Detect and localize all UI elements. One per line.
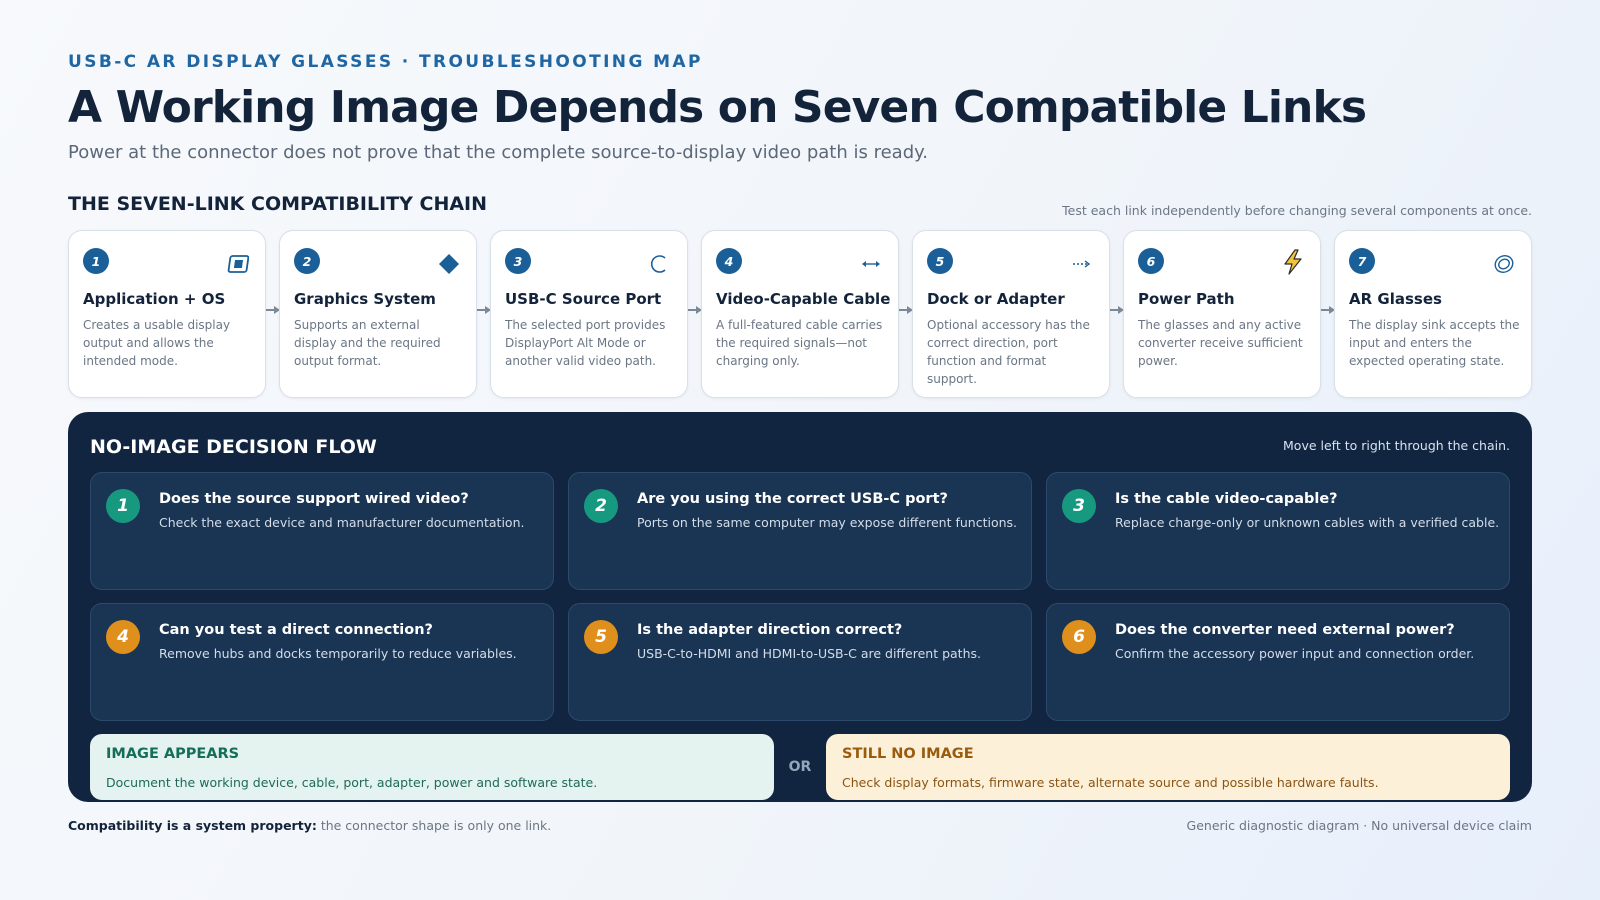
chain-arrow-icon — [899, 306, 913, 314]
step-hint: Ports on the same computer may expose di… — [637, 515, 1018, 530]
chain-link-video-capable-cable: 4 Video-Capable Cable A full-featured ca… — [701, 230, 899, 398]
outcome-text: Document the working device, cable, port… — [106, 775, 598, 790]
usb-c-port-icon — [649, 253, 671, 275]
footer-note: Compatibility is a system property: the … — [68, 818, 551, 833]
link-title: USB-C Source Port — [505, 290, 662, 308]
flow-step: 2 Are you using the correct USB-C port? … — [568, 472, 1032, 590]
step-question: Does the source support wired video? — [159, 491, 469, 507]
step-question: Does the converter need external power? — [1115, 622, 1455, 638]
step-number: 1 — [106, 489, 140, 523]
link-number: 6 — [1138, 248, 1164, 274]
step-question: Are you using the correct USB-C port? — [637, 491, 948, 507]
chain-link-usb-c-source-port: 3 USB-C Source Port The selected port pr… — [490, 230, 688, 398]
step-hint: Confirm the accessory power input and co… — [1115, 646, 1475, 661]
lightning-icon — [1280, 249, 1306, 275]
decision-flow-panel: NO-IMAGE DECISION FLOW Move left to righ… — [68, 412, 1532, 802]
link-number: 1 — [83, 248, 109, 274]
link-title: Application + OS — [83, 290, 226, 308]
step-number: 5 — [584, 620, 618, 654]
page: USB-C AR DISPLAY GLASSES · TROUBLESHOOTI… — [68, 0, 1532, 900]
chain-link-ar-glasses: 7 AR Glasses The display sink accepts th… — [1334, 230, 1532, 398]
link-title: Dock or Adapter — [927, 290, 1065, 308]
step-number: 6 — [1062, 620, 1096, 654]
link-description: The display sink accepts the input and e… — [1349, 318, 1520, 368]
outcome-title: STILL NO IMAGE — [842, 746, 974, 762]
flow-step: 6 Does the converter need external power… — [1046, 603, 1510, 721]
chain-arrow-icon — [688, 306, 702, 314]
step-number: 2 — [584, 489, 618, 523]
outcome-still-no-image: STILL NO IMAGE Check display formats, fi… — [826, 734, 1510, 800]
link-description: The selected port provides DisplayPort A… — [505, 318, 666, 368]
diamond-icon — [438, 253, 460, 275]
compatibility-chain: 1 Application + OS Creates a usable disp… — [68, 230, 1532, 398]
chain-note: Test each link independently before chan… — [1062, 203, 1532, 218]
page-title: A Working Image Depends on Seven Compati… — [68, 82, 1367, 133]
step-number: 3 — [1062, 489, 1096, 523]
link-title: AR Glasses — [1349, 290, 1442, 308]
link-number: 4 — [716, 248, 742, 274]
step-hint: Remove hubs and docks temporarily to red… — [159, 646, 517, 661]
chain-link-power-path: 6 Power Path The glasses and any active … — [1123, 230, 1321, 398]
flow-step: 1 Does the source support wired video? C… — [90, 472, 554, 590]
link-title: Graphics System — [294, 290, 436, 308]
footer-disclaimer: Generic diagnostic diagram · No universa… — [1186, 818, 1532, 833]
or-label: OR — [788, 759, 812, 775]
link-title: Video-Capable Cable — [716, 290, 891, 308]
window-icon — [227, 253, 249, 275]
step-hint: Replace charge-only or unknown cables wi… — [1115, 515, 1500, 530]
link-description: The glasses and any active converter rec… — [1138, 318, 1303, 368]
link-description: Creates a usable display output and allo… — [83, 318, 231, 368]
step-question: Is the cable video-capable? — [1115, 491, 1338, 507]
eyebrow: USB-C AR DISPLAY GLASSES · TROUBLESHOOTI… — [68, 52, 703, 72]
dotted-arrow-icon — [1071, 253, 1093, 275]
chain-arrow-icon — [477, 306, 491, 314]
link-number: 5 — [927, 248, 953, 274]
flow-step: 3 Is the cable video-capable? Replace ch… — [1046, 472, 1510, 590]
step-hint: Check the exact device and manufacturer … — [159, 515, 525, 530]
outcome-title: IMAGE APPEARS — [106, 746, 240, 762]
footer-text: the connector shape is only one link. — [316, 818, 552, 833]
flow-step: 4 Can you test a direct connection? Remo… — [90, 603, 554, 721]
glasses-lens-icon — [1493, 253, 1515, 275]
flow-note: Move left to right through the chain. — [1283, 438, 1510, 453]
link-number: 3 — [505, 248, 531, 274]
flow-step: 5 Is the adapter direction correct? USB-… — [568, 603, 1032, 721]
outcome-image-appears: IMAGE APPEARS Document the working devic… — [90, 734, 774, 800]
step-question: Can you test a direct connection? — [159, 622, 433, 638]
page-subtitle: Power at the connector does not prove th… — [68, 142, 928, 163]
link-title: Power Path — [1138, 290, 1235, 308]
chain-link-dock-or-adapter: 5 Dock or Adapter Optional accessory has… — [912, 230, 1110, 398]
step-hint: USB-C-to-HDMI and HDMI-to-USB-C are diff… — [637, 646, 981, 661]
link-description: Optional accessory has the correct direc… — [927, 318, 1090, 386]
flow-heading: NO-IMAGE DECISION FLOW — [90, 436, 377, 458]
footer-emphasis: Compatibility is a system property: — [68, 818, 317, 833]
step-number: 4 — [106, 620, 140, 654]
chain-arrow-icon — [266, 306, 280, 314]
outcome-text: Check display formats, firmware state, a… — [842, 775, 1379, 790]
link-number: 7 — [1349, 248, 1375, 274]
link-description: A full-featured cable carries the requir… — [716, 318, 883, 368]
link-number: 2 — [294, 248, 320, 274]
step-question: Is the adapter direction correct? — [637, 622, 903, 638]
link-description: Supports an external display and the req… — [294, 318, 441, 368]
chain-link-application-os: 1 Application + OS Creates a usable disp… — [68, 230, 266, 398]
chain-arrow-icon — [1110, 306, 1124, 314]
chain-heading: THE SEVEN-LINK COMPATIBILITY CHAIN — [68, 193, 488, 215]
double-arrow-icon — [860, 253, 882, 275]
chain-link-graphics-system: 2 Graphics System Supports an external d… — [279, 230, 477, 398]
chain-arrow-icon — [1321, 306, 1335, 314]
